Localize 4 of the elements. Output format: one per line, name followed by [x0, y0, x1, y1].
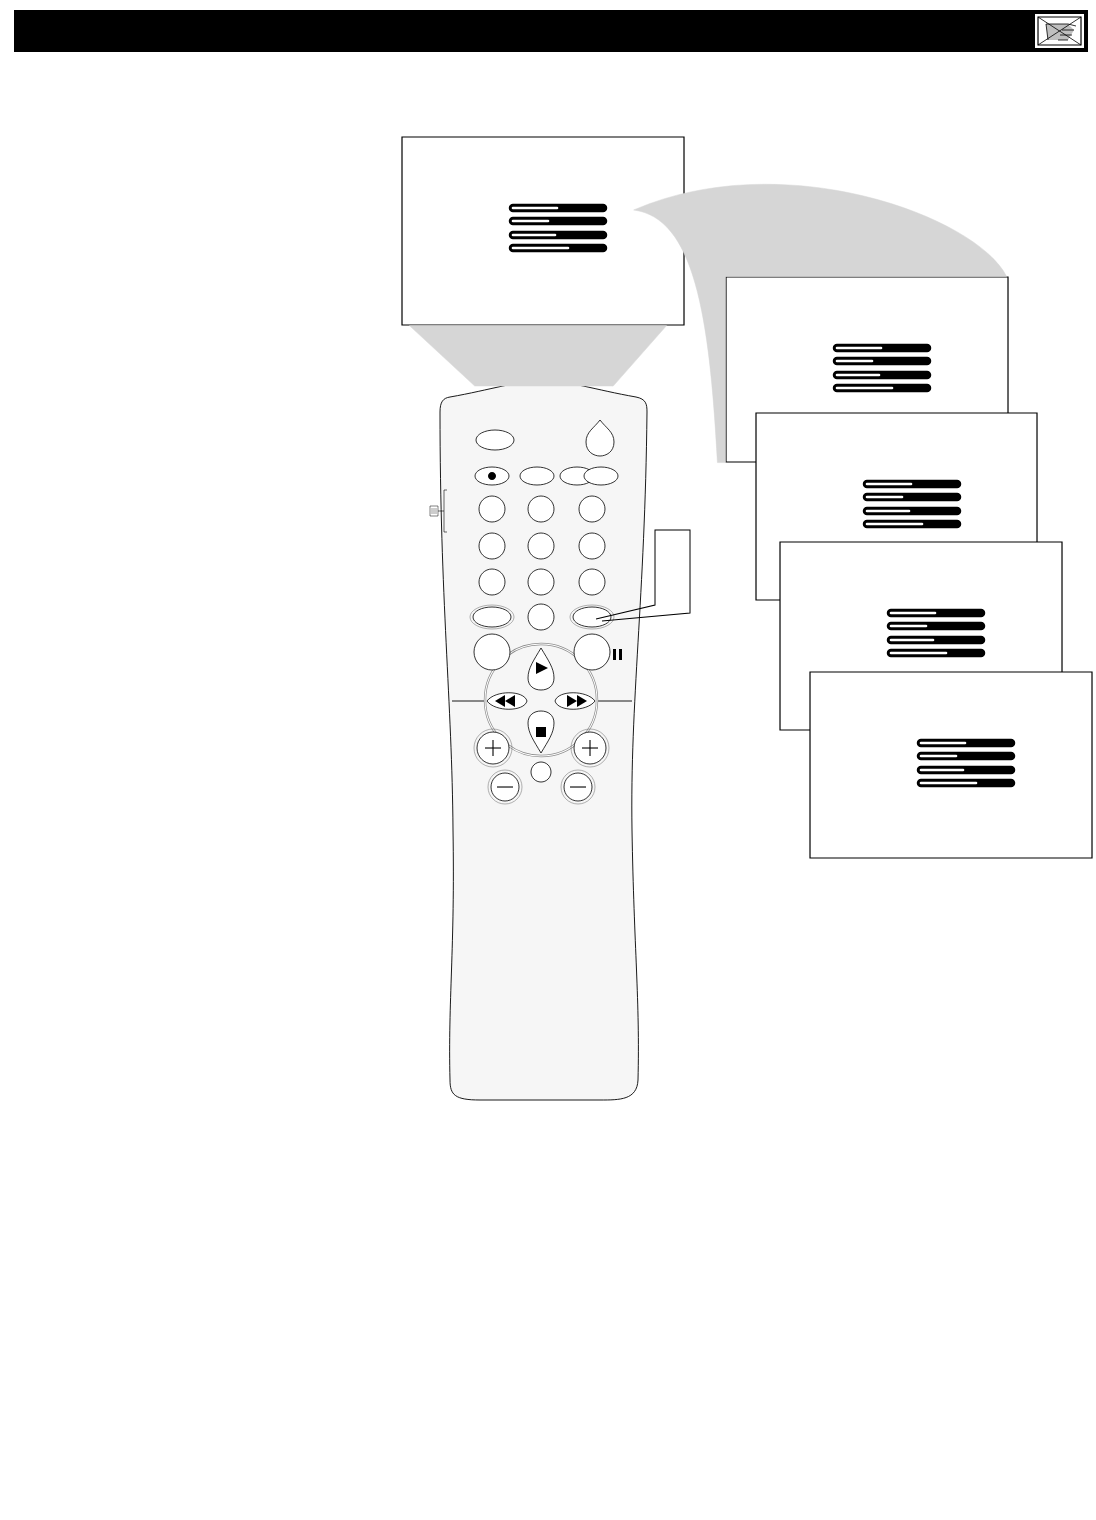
projection-beam: [633, 184, 1007, 463]
projection-beam: [409, 325, 667, 387]
tv-screen: [401, 136, 685, 326]
tv-screen: [809, 671, 1093, 859]
